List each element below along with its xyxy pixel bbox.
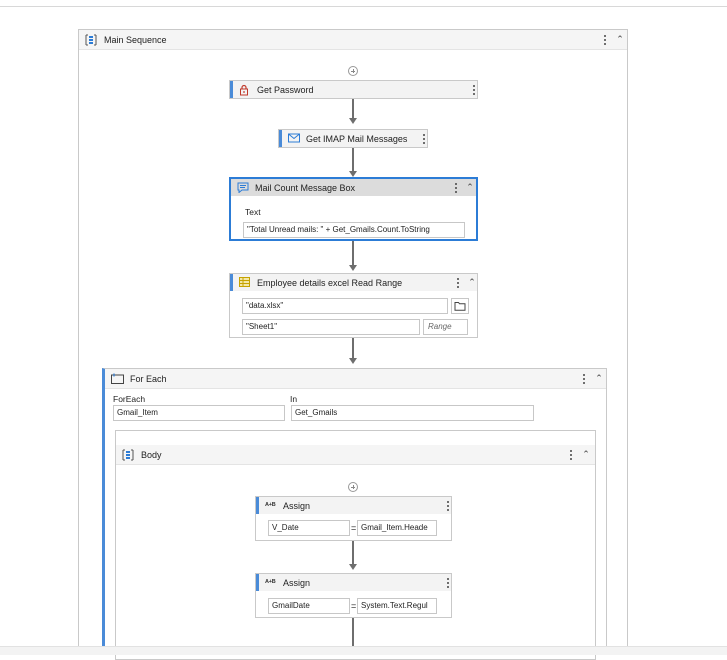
assign-header[interactable]: A+B Assign bbox=[256, 497, 451, 514]
get-imap-activity[interactable]: Get IMAP Mail Messages bbox=[278, 129, 428, 148]
message-box-collapse-button[interactable]: ⌃ bbox=[466, 182, 474, 192]
message-box-text-label: Text bbox=[245, 207, 261, 217]
assign-equals-sign: = bbox=[351, 601, 357, 611]
lock-icon bbox=[239, 84, 249, 98]
body-sequence-title: Body bbox=[141, 450, 162, 460]
sequence-icon bbox=[85, 34, 97, 48]
connector bbox=[352, 618, 354, 646]
for-each-header[interactable]: For Each ⌃ bbox=[105, 369, 606, 389]
message-box-activity[interactable]: Mail Count Message Box ⌃ Text "Total Unr… bbox=[229, 177, 478, 241]
for-each-menu-button[interactable] bbox=[580, 373, 588, 385]
connector-arrow bbox=[349, 564, 357, 570]
read-range-header[interactable]: Employee details excel Read Range ⌃ bbox=[230, 274, 477, 291]
body-sequence-header[interactable]: Body ⌃ bbox=[116, 445, 595, 465]
get-password-activity[interactable]: Get Password bbox=[229, 80, 478, 99]
connector-arrow bbox=[349, 358, 357, 364]
foreach-label: ForEach bbox=[113, 394, 146, 404]
message-box-icon bbox=[237, 182, 249, 195]
message-box-menu-button[interactable] bbox=[452, 182, 460, 194]
connector-arrow bbox=[349, 265, 357, 271]
foreach-icon bbox=[111, 373, 124, 386]
connector bbox=[352, 541, 354, 565]
sequence-icon bbox=[122, 449, 134, 463]
assign-value-field[interactable]: Gmail_Item.Heade bbox=[357, 520, 437, 536]
foreach-in-field[interactable]: Get_Gmails bbox=[291, 405, 534, 421]
main-sequence-header[interactable]: Main Sequence ⌃ bbox=[79, 30, 627, 50]
read-range-menu-button[interactable] bbox=[454, 277, 462, 289]
workbook-path-field[interactable]: "data.xlsx" bbox=[242, 298, 448, 314]
assign-menu-button[interactable] bbox=[444, 500, 452, 512]
get-imap-title: Get IMAP Mail Messages bbox=[306, 134, 408, 144]
connector bbox=[352, 148, 354, 172]
connector bbox=[352, 338, 354, 359]
mail-icon bbox=[288, 133, 300, 145]
range-field[interactable]: Range bbox=[423, 319, 468, 335]
connector-arrow bbox=[349, 171, 357, 177]
main-sequence-collapse-button[interactable]: ⌃ bbox=[616, 34, 624, 44]
excel-icon bbox=[239, 277, 250, 289]
assign-equals-sign: = bbox=[351, 523, 357, 533]
assign-activity[interactable]: A+B Assign GmailDate = System.Text.Regul bbox=[255, 573, 452, 618]
message-box-text-field[interactable]: "Total Unread mails: " + Get_Gmails.Coun… bbox=[243, 222, 465, 238]
add-activity-button[interactable] bbox=[348, 66, 358, 76]
top-divider bbox=[0, 6, 727, 7]
assign-header[interactable]: A+B Assign bbox=[256, 574, 451, 591]
read-range-title: Employee details excel Read Range bbox=[257, 278, 403, 288]
in-label: In bbox=[290, 394, 298, 404]
assign-title: Assign bbox=[283, 578, 311, 588]
get-imap-header[interactable]: Get IMAP Mail Messages bbox=[279, 130, 427, 147]
assign-activity[interactable]: A+B Assign V_Date = Gmail_Item.Heade bbox=[255, 496, 452, 541]
get-password-header[interactable]: Get Password bbox=[230, 81, 477, 98]
assign-icon: A+B bbox=[265, 579, 276, 585]
foreach-item-field[interactable]: Gmail_Item bbox=[113, 405, 285, 421]
assign-to-field[interactable]: V_Date bbox=[268, 520, 350, 536]
browse-folder-button[interactable] bbox=[451, 298, 469, 314]
main-sequence-menu-button[interactable] bbox=[601, 34, 609, 46]
assign-icon: A+B bbox=[265, 502, 276, 508]
connector bbox=[352, 99, 354, 119]
read-range-collapse-button[interactable]: ⌃ bbox=[468, 277, 476, 287]
connector bbox=[352, 241, 354, 266]
body-sequence[interactable]: Body ⌃ bbox=[115, 430, 596, 660]
bottom-scroll-strip bbox=[0, 646, 727, 655]
assign-value-field[interactable]: System.Text.Regul bbox=[357, 598, 437, 614]
get-password-title: Get Password bbox=[257, 85, 314, 95]
message-box-title: Mail Count Message Box bbox=[255, 183, 356, 193]
read-range-activity[interactable]: Employee details excel Read Range ⌃ "dat… bbox=[229, 273, 478, 338]
for-each-title: For Each bbox=[130, 374, 167, 384]
for-each-collapse-button[interactable]: ⌃ bbox=[595, 373, 603, 383]
body-sequence-collapse-button[interactable]: ⌃ bbox=[582, 449, 590, 459]
assign-menu-button[interactable] bbox=[444, 577, 452, 589]
sheet-name-field[interactable]: "Sheet1" bbox=[242, 319, 420, 335]
body-sequence-menu-button[interactable] bbox=[567, 449, 575, 461]
folder-icon bbox=[454, 302, 466, 311]
connector-arrow bbox=[349, 118, 357, 124]
get-imap-menu-button[interactable] bbox=[420, 133, 428, 145]
add-activity-button[interactable] bbox=[348, 482, 358, 492]
main-sequence-title: Main Sequence bbox=[104, 35, 167, 45]
get-password-menu-button[interactable] bbox=[470, 84, 478, 96]
assign-title: Assign bbox=[283, 501, 311, 511]
message-box-header[interactable]: Mail Count Message Box ⌃ bbox=[231, 179, 476, 196]
assign-to-field[interactable]: GmailDate bbox=[268, 598, 350, 614]
